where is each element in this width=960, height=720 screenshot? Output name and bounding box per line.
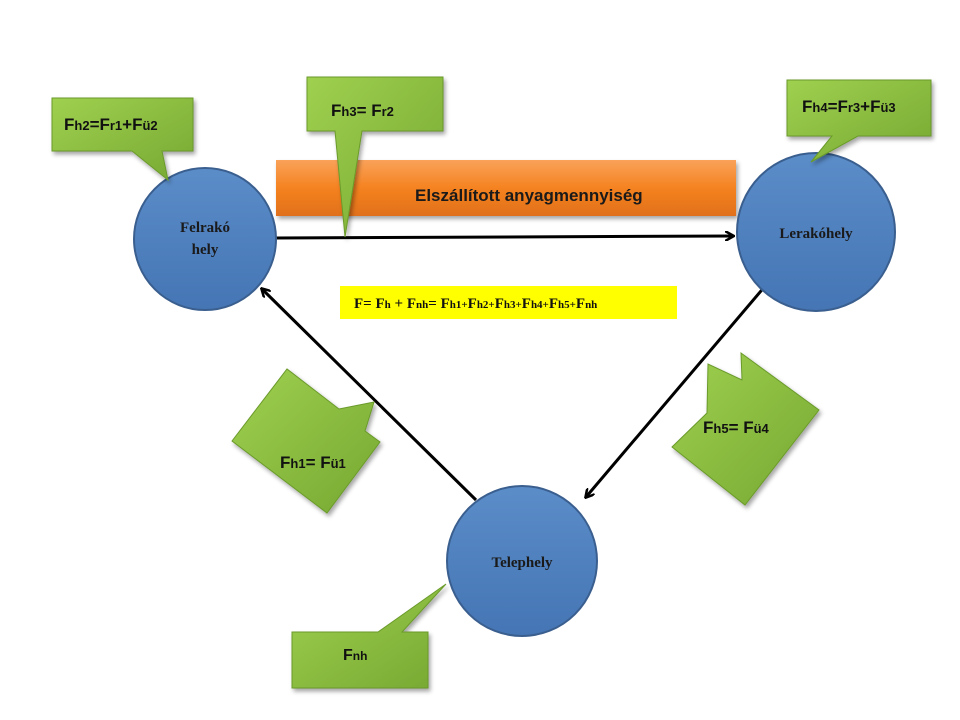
node-loading-place: Felrakó hely: [133, 167, 277, 311]
total-distance-formula: F= Fh + Fnh= Fh1+Fh2+Fh3+Fh4+Fh5+Fnh: [340, 286, 677, 319]
callout-fh2: [51, 97, 194, 182]
callout-fnh-text: Fnh: [343, 647, 367, 664]
arrow-unloading-to-depot: [586, 284, 768, 497]
callout-fh4-text: Fh4=Fr3+Fü3: [802, 97, 896, 116]
callout-fh1-text: Fh1= Fü1: [280, 453, 346, 472]
callout-fh3: [306, 76, 444, 238]
callout-fnh: [291, 583, 447, 689]
arrow-depot-to-loading: [262, 289, 478, 502]
callout-fh1: [231, 368, 381, 514]
formula-text: F= Fh + Fnh= Fh1+Fh2+Fh3+Fh4+Fh5+Fnh: [354, 296, 597, 312]
node-unloading-label: Lerakóhely: [779, 226, 853, 242]
callout-fh4: [786, 79, 932, 163]
callout-fh3-text: Fh3= Fr2: [331, 101, 394, 120]
arrow-loading-to-unloading: [275, 236, 733, 238]
node-depot-label: Telephely: [491, 555, 553, 571]
node-depot: Telephely: [446, 485, 598, 637]
node-loading-label-line2: hely: [192, 242, 219, 258]
banner-label: Elszállított anyagmennyiség: [415, 186, 643, 205]
callout-fh5-text: Fh5= Fü4: [703, 418, 770, 437]
callout-fh5: [671, 351, 820, 506]
node-loading-label-line1: Felrakó: [180, 220, 230, 236]
node-unloading-place: Lerakóhely: [736, 152, 896, 312]
callout-fh2-text: Fh2=Fr1+Fü2: [64, 115, 158, 134]
